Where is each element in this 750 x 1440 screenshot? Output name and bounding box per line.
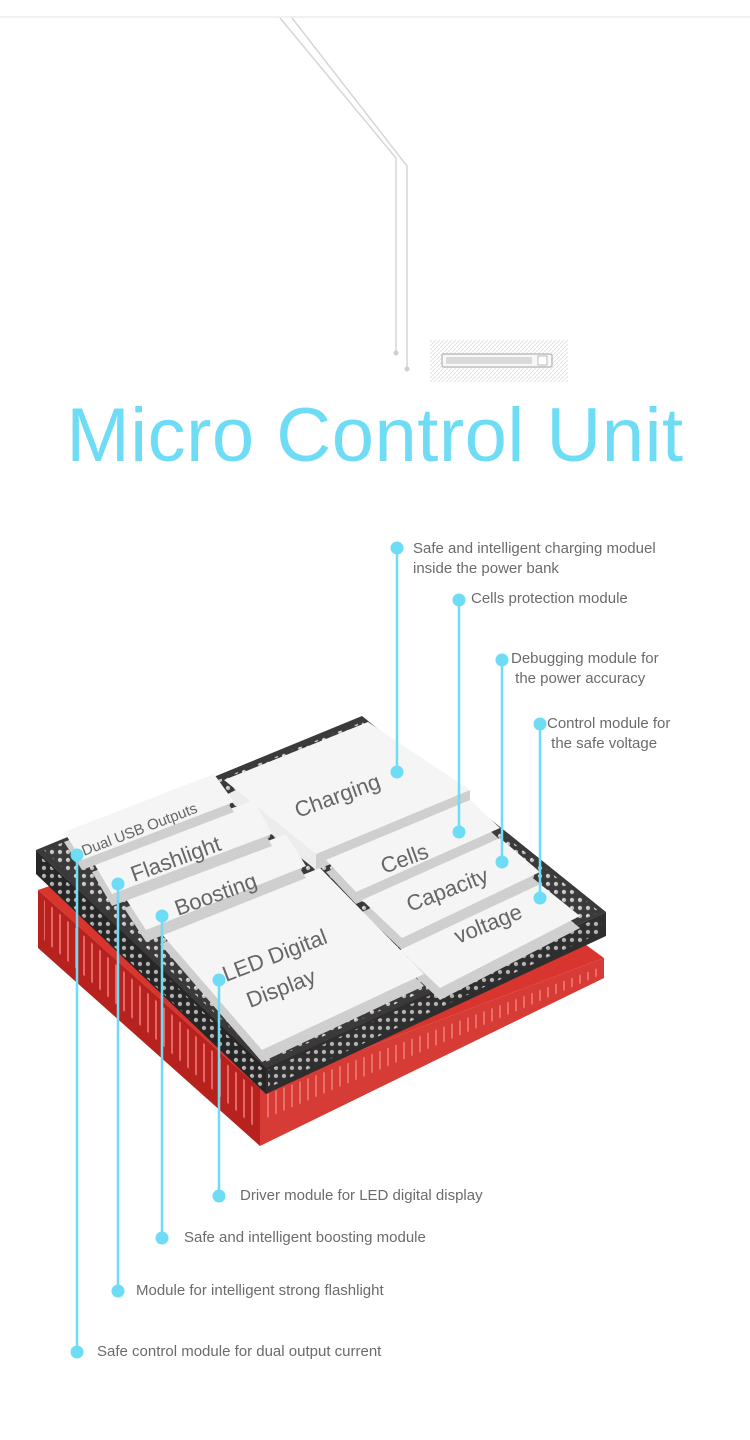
red-board-pins-side (262, 968, 598, 1120)
callouts (70, 541, 547, 1359)
deco-usb-port-icon (430, 340, 568, 382)
label-capacity-line1: Debugging module for (511, 650, 659, 667)
label-voltage-line1: Control module for (547, 715, 671, 732)
red-board-pins (44, 900, 258, 1130)
chip-boosting (124, 834, 306, 942)
label-led-display: Driver module for LED digital display (240, 1187, 483, 1204)
deco-line-b (291, 17, 408, 368)
deco-line-a (279, 17, 397, 352)
label-voltage-line2: the safe voltage (547, 735, 658, 752)
label-capacity-line2: the power accuracy (511, 670, 646, 687)
chip-led-display (160, 868, 424, 1062)
chip-voltage (400, 884, 580, 1000)
callout-dot-charging-chip (390, 765, 404, 779)
label-charging-line1: Safe and intelligent charging moduel (413, 540, 656, 557)
label-cells: Cells protection module (471, 590, 628, 607)
chip-capacity (362, 838, 540, 950)
chip-dual-usb (64, 774, 234, 870)
deco-dot-a (393, 350, 399, 356)
label-charging-line2: inside the power bank (413, 560, 559, 577)
label-flashlight: Module for intelligent strong flashlight (136, 1282, 384, 1299)
label-boosting: Safe and intelligent boosting module (184, 1229, 426, 1246)
chip-flashlight (92, 800, 272, 906)
label-dual-usb: Safe control module for dual output curr… (97, 1343, 382, 1360)
circuit-board: Charging Cells Capacity voltage LED Digi… (36, 716, 606, 1146)
page-title: Micro Control Unit (66, 393, 684, 478)
pin-grid-front (40, 856, 264, 1090)
callout-dot-charging-top (390, 541, 404, 555)
deco-dot-b (404, 366, 410, 372)
